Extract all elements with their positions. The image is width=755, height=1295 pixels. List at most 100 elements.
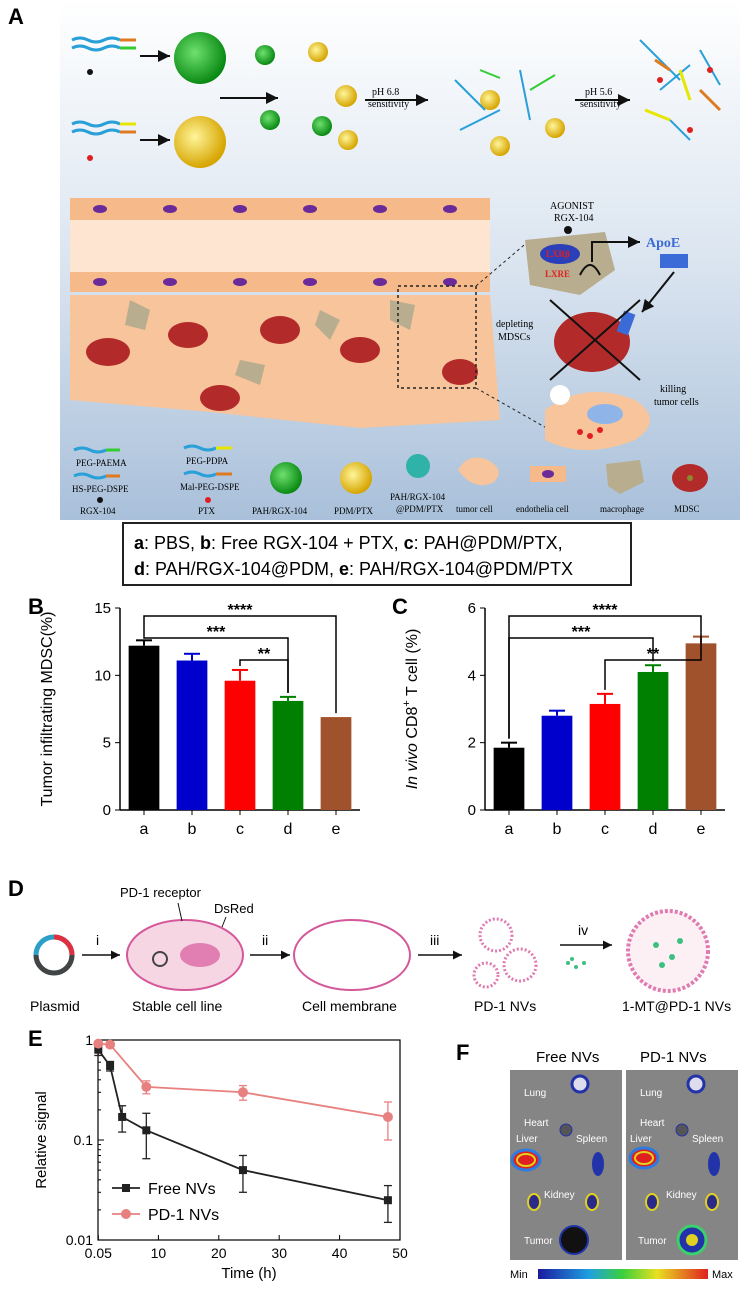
tumor-tissue (70, 295, 500, 428)
group-e-text: : PAH/RGX-104@PDM/PTX (349, 559, 573, 579)
chart-e-legend-label: PD-1 NVs (148, 1207, 219, 1224)
legend-mal-peg: Mal-PEG-DSPE (180, 482, 240, 492)
free-liver-label: Liver (516, 1134, 538, 1145)
panel-label-f: F (456, 1040, 470, 1065)
group-b-key: b (200, 533, 212, 553)
chart-e-point (238, 1166, 247, 1175)
chart-c-y-tick-label: 4 (468, 667, 476, 684)
group-legend-line2: d: PAH/RGX-104@PDM, e: PAH/RGX-104@PDM/P… (134, 556, 620, 582)
chart-b-ylabel: Tumor infiltrating MDSC(%) (39, 612, 56, 807)
legend-peg-pdpa: PEG-PDPA (186, 456, 229, 466)
ph56-sensitivity: sensitivity (580, 99, 621, 110)
chart-c-bar-a (493, 747, 525, 810)
chart-c-ylabel-sup: + (401, 700, 413, 706)
legend-endothelia: endothelia cell (516, 504, 569, 514)
mt-pd1-nvs-label: 1-MT@PD-1 NVs (622, 998, 731, 1014)
ph68-label: pH 6.8 (372, 87, 399, 98)
legend-mdsc: MDSC (674, 504, 700, 514)
endothelium-top (70, 198, 490, 220)
chart-b-bar-a (128, 645, 160, 810)
legend-macrophage: macrophage (600, 504, 644, 514)
chart-b-sig-label: *** (207, 624, 226, 641)
chart-e-x-tick-label: 30 (271, 1245, 287, 1261)
lxrb-label: LXRβ (546, 249, 570, 259)
chart-b-sig-bracket (143, 615, 337, 714)
group-d-text: : PAH/RGX-104@PDM, (145, 559, 339, 579)
chart-c-sig-label: ** (647, 646, 660, 663)
chart-e-xlabel: Time (h) (221, 1265, 276, 1282)
chart-c-x-tick-label: b (553, 821, 562, 838)
group-legend-line1: a: PBS, b: Free RGX-104 + PTX, c: PAH@PD… (134, 530, 620, 556)
chart-b-bar-e (320, 717, 352, 810)
chart-e-x-tick-label: 40 (332, 1245, 348, 1261)
chart-e-point (106, 1061, 115, 1070)
legend-pdm-ptx: PDM/PTX (334, 506, 374, 516)
chart-e-x-tick-label: 0.05 (85, 1245, 112, 1261)
chart-e-x-tick-label: 50 (392, 1245, 408, 1261)
polymer-chain-group-top (71, 36, 136, 75)
color-scale-bar (538, 1269, 708, 1279)
zoom-box (397, 285, 477, 389)
cell-membrane-label: Cell membrane (302, 998, 397, 1014)
chart-b-x-tick-label: c (236, 821, 244, 838)
chart-c-bar-d (637, 671, 669, 810)
chart-b-y-tick-label: 15 (94, 600, 111, 617)
chart-e-point (382, 1111, 393, 1122)
apoe-label: ApoE (646, 236, 680, 251)
panel-a-schematic: pH 6.8 sensitivity pH 5.6 sensitivity (60, 0, 740, 520)
chart-c-x-tick-label: e (697, 821, 706, 838)
chart-b-x-tick-label: e (332, 821, 341, 838)
pdm-ptx-particle (174, 116, 226, 168)
chart-c-y-tick-label: 2 (468, 735, 476, 752)
chart-e-point (105, 1039, 116, 1050)
chart-c-sig-bracket (508, 637, 654, 739)
mdscs-label: MDSCs (498, 332, 530, 343)
lxre-label: LXRE (545, 269, 570, 279)
chart-b-y-tick-label: 0 (103, 802, 111, 819)
chart-c-sig-label: **** (593, 602, 619, 619)
panel-label-a: A (8, 4, 24, 29)
group-a-text: : PBS, (144, 533, 201, 553)
chart-c-ylabel-italic: In vivo (404, 743, 421, 789)
chart-b-bar-c (224, 680, 256, 810)
pd1-spleen-label: Spleen (692, 1134, 723, 1145)
chart-c-ylabel: In vivo CD8+ T cell (%) (401, 629, 421, 790)
free-lung-label: Lung (524, 1088, 546, 1099)
scale-max-label: Max (712, 1269, 733, 1281)
pd1-liver-label: Liver (630, 1134, 652, 1145)
pd1-kidney-label: Kidney (666, 1190, 697, 1201)
pd1-heart-label: Heart (640, 1118, 665, 1129)
chart-b-sig-bracket (143, 636, 289, 693)
step-iii-label: iii (430, 932, 439, 948)
killing-label: killing (660, 384, 686, 395)
depleting-label: depleting (496, 319, 533, 330)
agonist-label: AGONIST (550, 201, 594, 212)
panel-f-imaging: Free NVs PD-1 NVs Lung Heart Liver Splee… (510, 1049, 738, 1281)
panel-label-c: C (392, 594, 408, 619)
chart-e-y-tick-label: 1 (85, 1032, 93, 1048)
legend-pah-rgx-pdm-2: @PDM/PTX (396, 504, 444, 514)
mt-pd1-nv-icon (626, 909, 710, 993)
chart-b-y-tick-label: 10 (94, 667, 111, 684)
chart-e-series-line-1 (98, 1042, 389, 1118)
step-ii-label: ii (262, 932, 268, 948)
pd1-nvs-title: PD-1 NVs (640, 1049, 707, 1066)
chart-e-plot-frame (97, 1039, 401, 1241)
nv-icon (478, 917, 514, 953)
chart-c-x-tick-label: d (649, 821, 658, 838)
chart-c-x-tick-label: a (505, 821, 514, 838)
free-nvs-title: Free NVs (536, 1049, 599, 1066)
panel-label-e: E (28, 1026, 43, 1051)
chart-b-y-tick-label: 5 (103, 735, 111, 752)
free-kidney-label: Kidney (544, 1190, 575, 1201)
chart-e-ylabel: Relative signal (33, 1091, 50, 1189)
chart-e-legend-marker (121, 1209, 131, 1219)
pd1-receptor-label: PD-1 receptor (120, 885, 202, 900)
legend-rgx: RGX-104 (80, 506, 116, 516)
tumor-cells-label: tumor cells (654, 397, 699, 408)
cell-membrane-icon (293, 919, 411, 991)
chart-e-point (93, 1038, 104, 1049)
chart-b-x-tick-label: a (140, 821, 149, 838)
